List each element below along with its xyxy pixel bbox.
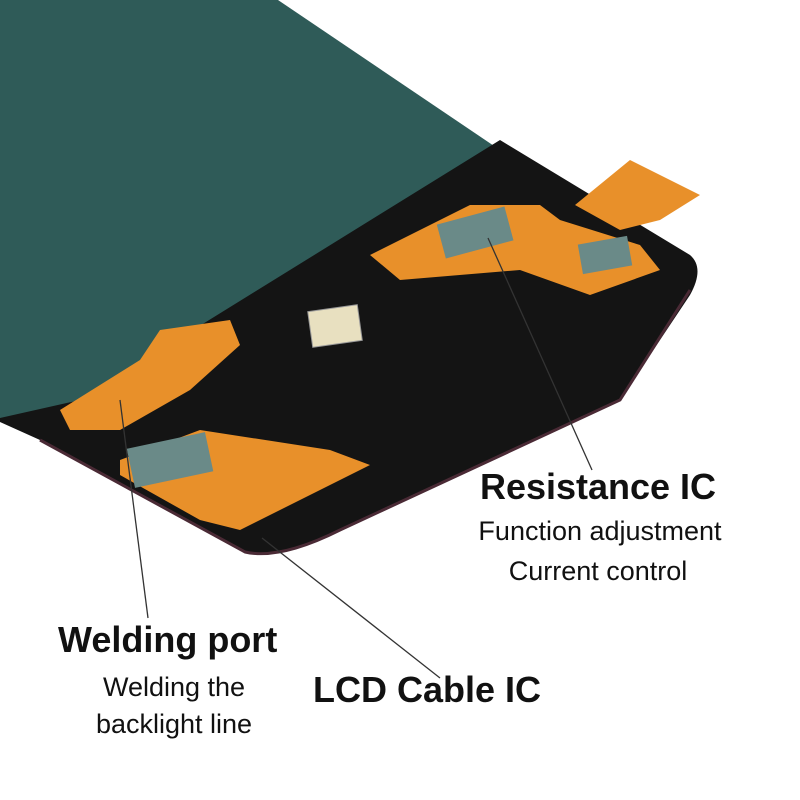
leader-resistance bbox=[487, 237, 593, 471]
resistance-ic-title: Resistance IC bbox=[479, 466, 717, 507]
leader-welding bbox=[119, 399, 149, 619]
sensor-pad bbox=[307, 304, 363, 348]
leader-lcd bbox=[261, 537, 441, 679]
ic-chip-right bbox=[577, 235, 633, 275]
frame-edge bbox=[39, 289, 692, 556]
ic-chip-bottom bbox=[126, 432, 214, 488]
resistance-ic-line1: Function adjustment bbox=[478, 516, 722, 546]
welding-port-line2: backlight line bbox=[95, 709, 253, 739]
display-panel bbox=[0, 0, 500, 420]
welding-port-line1: Welding the bbox=[102, 672, 246, 702]
flex-left bbox=[60, 320, 240, 430]
welding-port-title: Welding port bbox=[58, 619, 278, 660]
lcd-cable-ic-title: LCD Cable IC bbox=[313, 669, 542, 710]
flex-connector bbox=[575, 160, 700, 230]
ic-chip-top bbox=[436, 206, 514, 259]
resistance-ic-line2: Current control bbox=[508, 556, 688, 586]
